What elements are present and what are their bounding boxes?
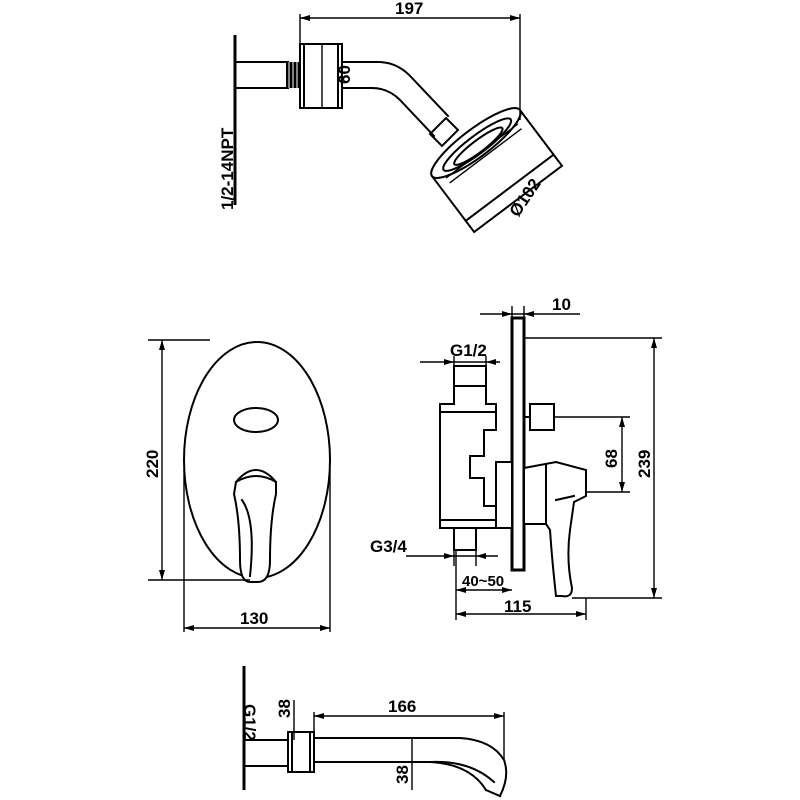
diverter-cap bbox=[529, 403, 555, 431]
plate-thickness-label: 10 bbox=[552, 295, 571, 314]
shower-head bbox=[430, 107, 564, 234]
valve-height-label: 220 bbox=[143, 450, 162, 478]
shower-thread-label: 1/2-14NPT bbox=[218, 127, 237, 210]
arm-thread bbox=[286, 62, 300, 88]
total-height-label: 239 bbox=[635, 450, 654, 478]
outlet-bottom-label: G3/4 bbox=[370, 537, 407, 556]
valve-side-view: 10 G1/2 G3/4 68 239 40~50 115 bbox=[370, 295, 662, 620]
valve-body bbox=[439, 383, 497, 529]
spout-length-label: 166 bbox=[388, 697, 416, 716]
spout-outlet-height-label: 38 bbox=[393, 765, 412, 784]
wall-depth-label: 40~50 bbox=[462, 573, 504, 590]
shower-width-label: 197 bbox=[395, 0, 423, 18]
spout-inlet-height-label: 38 bbox=[275, 699, 294, 718]
diverter-knob bbox=[233, 407, 279, 433]
handle-front bbox=[232, 469, 277, 583]
spout-thread-label: G1/2 bbox=[240, 704, 259, 741]
inlet-top-label: G1/2 bbox=[450, 341, 487, 360]
shower-flange bbox=[299, 43, 343, 109]
bottom-outlet bbox=[453, 527, 477, 551]
handle-offset-label: 68 bbox=[602, 449, 621, 468]
shower-arm-height-label: 60 bbox=[335, 65, 354, 84]
top-inlet bbox=[453, 365, 487, 387]
wall-plate bbox=[510, 316, 526, 572]
valve-front-view: 220 130 bbox=[143, 339, 331, 632]
projection-label: 115 bbox=[504, 597, 531, 616]
valve-width-label: 130 bbox=[240, 609, 268, 628]
spout-view: 166 G1/2 38 38 bbox=[240, 666, 508, 798]
handle-side bbox=[523, 460, 587, 598]
shower-head-view: 197 60 1/2-14NPT Ø102 bbox=[218, 0, 564, 234]
